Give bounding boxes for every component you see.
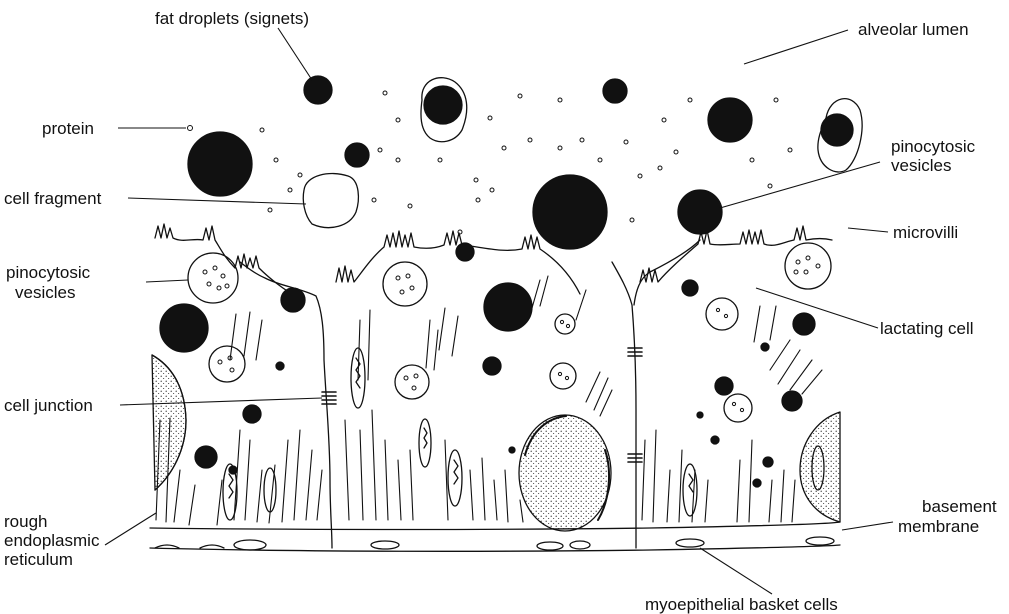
- cell-base-line: [150, 522, 840, 530]
- label-fat-droplets: fat droplets (signets): [155, 9, 309, 28]
- label-microvilli: microvilli: [893, 223, 958, 242]
- label-pinocytosic-vesicles-left: pinocytosic vesicles: [6, 263, 95, 302]
- microvilli-left: [155, 224, 299, 298]
- cell-membrane-middle: [612, 262, 636, 548]
- microvilli-middle: [336, 231, 580, 294]
- label-cell-junction: cell junction: [4, 396, 93, 415]
- fat-droplets: [160, 76, 853, 487]
- label-pinocytosic-vesicles-right: pinocytosic vesicles: [891, 137, 980, 175]
- pinocytotic-vesicles: [188, 243, 831, 422]
- microvilli-right: [640, 226, 832, 282]
- cell-fragment: [303, 174, 358, 228]
- label-myoepithelial-basket-cells: myoepithelial basket cells: [645, 595, 838, 614]
- middle-nucleus: [519, 415, 611, 531]
- label-basement-membrane: basement membrane: [898, 497, 1001, 536]
- right-cell-nucleus: [800, 412, 840, 522]
- left-cell-nucleus: [152, 355, 186, 490]
- label-protein: protein: [42, 119, 94, 138]
- label-cell-fragment: cell fragment: [4, 189, 102, 208]
- label-alveolar-lumen: alveolar lumen: [858, 20, 969, 39]
- label-rough-er: rough endoplasmic reticulum: [4, 512, 104, 569]
- label-lactating-cell: lactating cell: [880, 319, 974, 338]
